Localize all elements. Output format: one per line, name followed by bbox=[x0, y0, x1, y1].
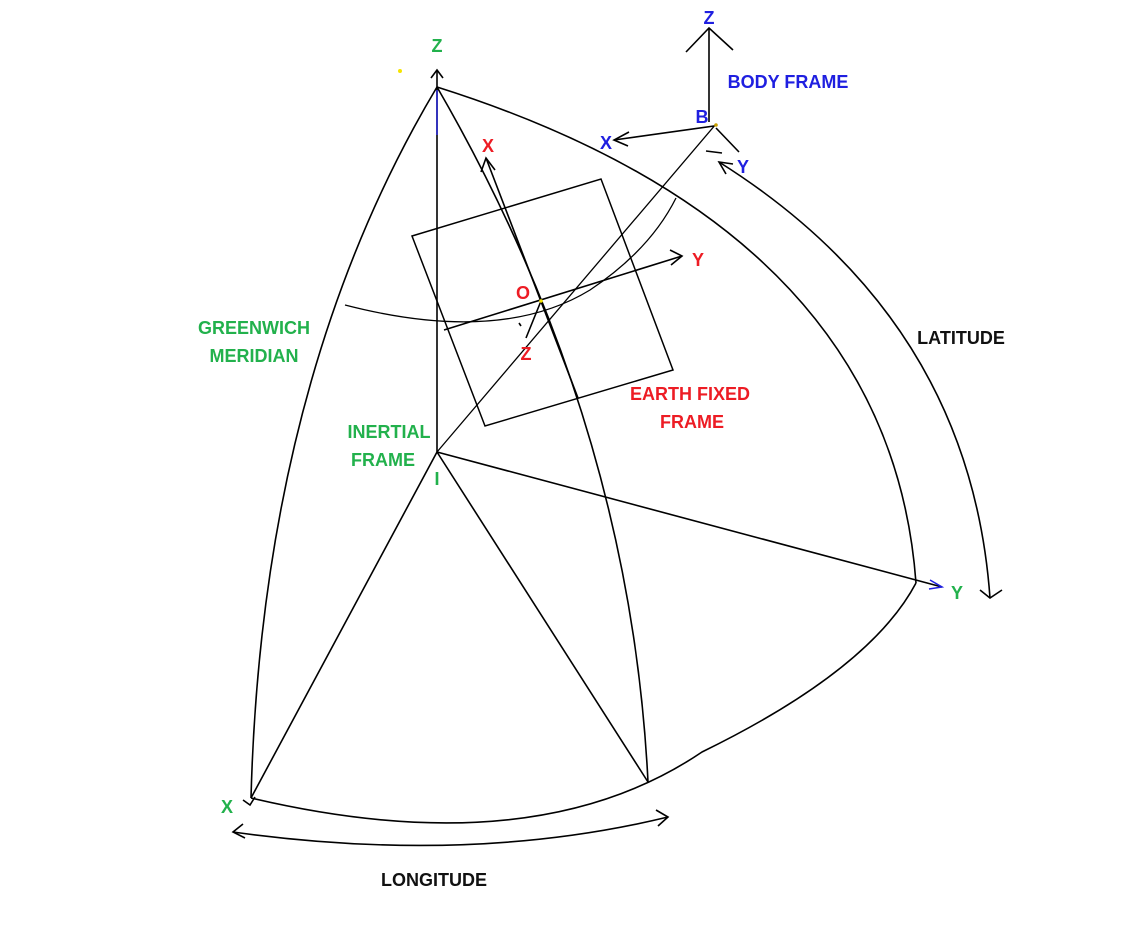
longitude-label: LONGITUDE bbox=[381, 870, 487, 890]
earth-z-axis bbox=[525, 300, 542, 339]
earth-origin-point bbox=[539, 299, 543, 303]
inertial-z-arrowhead bbox=[430, 68, 444, 79]
labels: Z X Y I INERTIAL FRAME GREENWICH MERIDIA… bbox=[198, 8, 1005, 890]
earth-x-axis bbox=[485, 157, 579, 399]
earth-y-axis bbox=[443, 255, 683, 331]
local-meridian-arc bbox=[436, 86, 649, 783]
earth-x-arrowhead bbox=[480, 156, 496, 173]
earth-fixed-plane bbox=[411, 156, 684, 427]
inertial-y-label: Y bbox=[951, 583, 963, 603]
body-x-arrowhead bbox=[612, 131, 630, 147]
inertial-x-arrowhead bbox=[242, 796, 256, 807]
equator-arc bbox=[250, 582, 917, 824]
inertial-frame-label-line1: INERTIAL bbox=[348, 422, 431, 442]
longitude-arrowhead-left bbox=[231, 823, 246, 839]
body-z-label: Z bbox=[704, 8, 715, 28]
inertial-to-equator-line bbox=[436, 451, 649, 783]
body-y-axis bbox=[715, 127, 740, 153]
body-x-axis bbox=[613, 125, 715, 141]
latitude-arrowhead-top bbox=[717, 160, 734, 175]
body-frame-label: BODY FRAME bbox=[728, 72, 849, 92]
earth-fixed-frame-label-line2: FRAME bbox=[660, 412, 724, 432]
greenwich-meridian-label-line2: MERIDIAN bbox=[210, 346, 299, 366]
body-z-arrowhead bbox=[685, 26, 734, 53]
earth-y-arrowhead bbox=[669, 249, 684, 266]
body-y-arrowhead bbox=[705, 150, 723, 154]
earth-origin-label: O bbox=[516, 283, 530, 303]
earth-z-arrowhead bbox=[518, 322, 522, 327]
longitude-arrowhead-right bbox=[655, 809, 670, 827]
inertial-z-label: Z bbox=[432, 36, 443, 56]
body-y-label: Y bbox=[737, 157, 749, 177]
tangent-plane bbox=[411, 178, 674, 427]
body-origin-label: B bbox=[696, 107, 709, 127]
earth-fixed-frame-label-line1: EARTH FIXED bbox=[630, 384, 750, 404]
inertial-y-axis bbox=[436, 451, 943, 588]
inertial-x-label: X bbox=[221, 797, 233, 817]
body-frame-axes bbox=[612, 26, 740, 154]
latitude-label: LATITUDE bbox=[917, 328, 1005, 348]
longitude-double-arrow bbox=[232, 816, 669, 847]
earth-x-label: X bbox=[482, 136, 494, 156]
earth-z-label: Z bbox=[521, 344, 532, 364]
greenwich-meridian-label-line1: GREENWICH bbox=[198, 318, 310, 338]
inertial-y-arrowhead bbox=[928, 579, 945, 590]
sphere-octant bbox=[250, 86, 917, 824]
latitude-arrowhead-bottom bbox=[979, 589, 1003, 599]
body-origin-point bbox=[714, 123, 718, 127]
inertial-origin-label: I bbox=[434, 469, 439, 489]
inertial-x-axis bbox=[250, 451, 438, 799]
latitude-double-arrow bbox=[718, 161, 991, 599]
angle-indicators bbox=[231, 160, 1003, 847]
body-x-label: X bbox=[600, 133, 612, 153]
inertial-frame-label-line2: FRAME bbox=[351, 450, 415, 470]
earth-y-label: Y bbox=[692, 250, 704, 270]
north-to-y-arc bbox=[436, 86, 917, 584]
greenwich-meridian-arc bbox=[250, 86, 438, 799]
latitude-parallel-arc bbox=[344, 197, 677, 323]
stray-dot bbox=[398, 69, 402, 73]
